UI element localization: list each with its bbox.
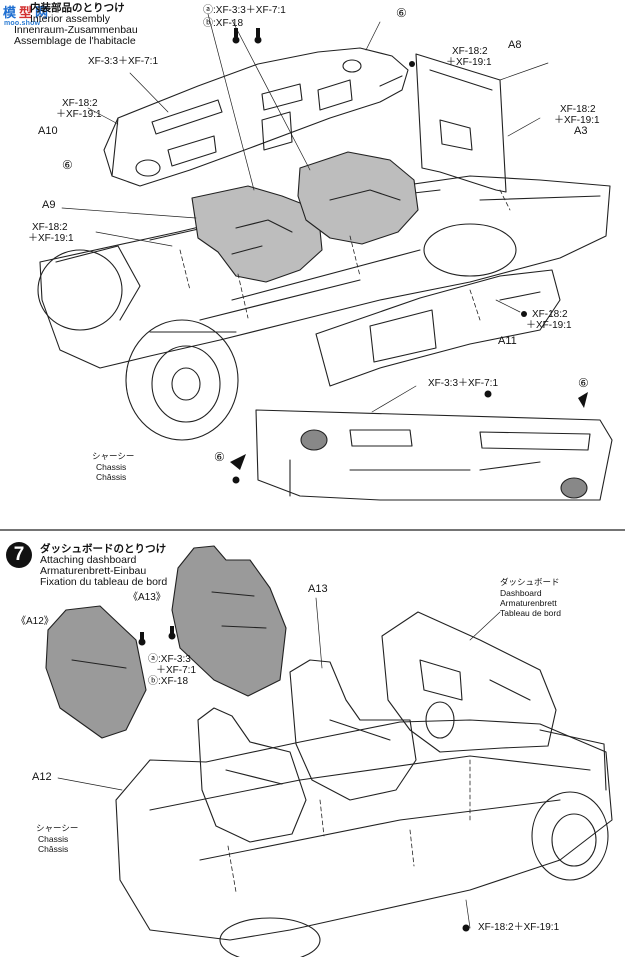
leader-lines-step7 [57,597,501,929]
ref-6-bottom: ⑥ [214,450,225,464]
step6-paint-b: ⓑ:XF-18 [203,18,244,29]
step6-paint-left2-l1: XF-18:2 [62,98,98,109]
watermark-url: moo.show [4,20,41,27]
ref-6-left: ⑥ [62,158,73,172]
part-label-a3: A3 [574,125,588,137]
step-number-7: 7 [6,542,32,568]
step7-paint-bottom: XF-18:2＋XF-19:1 [478,922,560,933]
step7-dash-de: Armaturenbrett [500,598,557,608]
step6-paint-panel: XF-3:3＋XF-7:1 [428,378,499,389]
step7-dash-en: Dashboard [500,588,542,598]
step7-chassis-fr: Châssis [38,844,69,854]
part-label-a12-bracket: 《A12》 [16,616,54,627]
step6-paint-a11-l2: ＋XF-19:1 [526,320,572,331]
step6-paint-a9-l2: ＋XF-19:1 [28,233,74,244]
watermark-char-2: 型 [19,5,33,20]
step7-dash-fr: Tableau de bord [500,608,561,618]
seat-a12 [45,605,147,739]
step6-paint-left2-l2: ＋XF-19:1 [56,109,102,120]
side-panel-a11 [315,269,561,387]
paint-pins-step7 [138,626,470,932]
watermark-char-1: 模 [3,5,17,20]
watermark-char-3: 网 [35,5,49,20]
chassis-step7 [115,719,613,957]
dashboard-part-a10 [103,47,409,187]
step6-paint-a8-l2: ＋XF-19:1 [446,57,492,68]
door-panel-a8 [415,53,507,193]
step6-title-fr: Assemblage de l'habitacle [14,35,136,47]
seat-right-detail [329,189,401,201]
guide-lines-step7 [227,759,471,893]
front-wheel [125,319,239,441]
step7-title-de: Armaturenbrett-Einbau [40,565,147,577]
part-label-a11: A11 [498,335,517,347]
ref-6-top: ⑥ [396,6,407,20]
paint-pins-step6 [230,28,588,484]
step6-paint-a: ⓐ:XF-3:3＋XF-7:1 [203,5,286,16]
step7-chassis-jp: シャーシー [36,823,79,833]
part-label-a8: A8 [508,39,522,51]
step7-title-en: Attaching dashboard [40,554,137,566]
step7-paint-b: ⓑ:XF-18 [148,676,189,687]
part-label-a13: A13 [308,583,328,595]
step7-chassis-en: Chassis [38,834,69,844]
step6-chassis-fr: Châssis [96,472,127,482]
seat-a13-top-lines [211,591,267,629]
step6-paint-a8-l1: XF-18:2 [452,46,488,57]
step7-paint-a: ⓐ:XF-3:3 [148,654,191,665]
seat-left [191,185,323,283]
seat-a12-lines [71,659,127,669]
step7-title-jp: ダッシュボードのとりつけ [40,543,167,555]
part-label-a13-bracket: 《A13》 [128,592,166,603]
step6-paint-a11-l1: XF-18:2 [532,309,568,320]
step6-chassis-jp: シャーシー [92,451,135,461]
step6-paint-a3-l2: ＋XF-19:1 [554,115,600,126]
step7-title-fr: Fixation du tableau de bord [40,576,168,588]
seat-a12-lower [197,707,307,843]
guide-lines-step6 [179,189,511,321]
step6-title-en: Interior assembly [30,13,110,25]
part-label-a10: A10 [38,125,58,137]
step7-paint-a2: ＋XF-7:1 [156,665,197,676]
step6-paint-a9-l1: XF-18:2 [32,222,68,233]
seat-left-detail [231,219,293,255]
step6-paint-a3-l1: XF-18:2 [560,104,596,115]
inner-side-panel [255,409,613,501]
dashboard-step7 [381,611,557,753]
seat-right [297,151,419,245]
part-label-a12: A12 [32,771,52,783]
step6-chassis-en: Chassis [96,462,127,472]
seat-a13-top [171,545,287,697]
part-label-a9: A9 [42,199,56,211]
step7-dash-jp: ダッシュボード [500,577,560,587]
ref-6-right: ⑥ [578,376,589,390]
step6-title-de: Innenraum-Zusammenbau [14,24,138,36]
step6-paint-left: XF-3:3＋XF-7:1 [88,56,159,67]
leader-lines-step6 [61,13,549,413]
step6-title-jp: 内装部品のとりつけ [30,2,125,14]
